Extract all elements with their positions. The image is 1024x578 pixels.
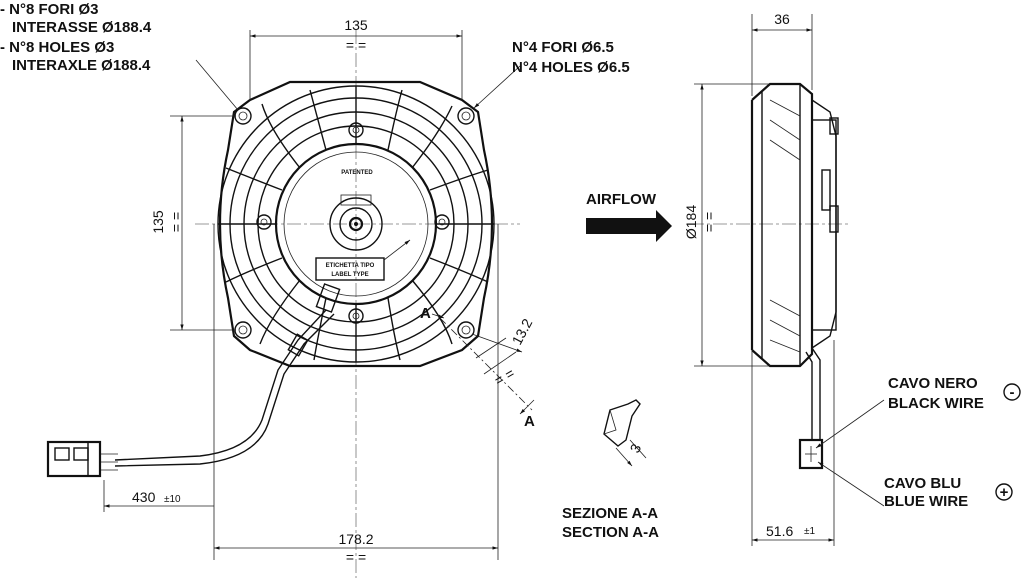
note-interaxle-en: INTERAXLE Ø188.4 [12, 57, 151, 74]
blue-wire-leader [817, 461, 885, 507]
blue-wire-it: CAVO BLU [884, 475, 961, 492]
diameter-value: Ø184 [683, 205, 699, 239]
overall-depth-tolerance: ±1 [804, 526, 815, 537]
left-height-value: 135 [150, 210, 166, 234]
overall-width-equal: = = [346, 549, 366, 565]
note-large-holes-en: N°4 HOLES Ø6.5 [512, 59, 630, 76]
overall-depth-value: 51.6 [766, 523, 793, 539]
mounting-holes [234, 107, 475, 339]
patented-text: PATENTED [341, 170, 373, 176]
cable-length-value: 430 [132, 489, 156, 505]
cable-connector [46, 440, 102, 478]
airflow-arrow-icon [586, 210, 672, 242]
negative-symbol: - [1010, 384, 1015, 401]
motor-inner-ring [283, 151, 429, 297]
note-small-holes-en: - N°8 HOLES Ø3 [0, 39, 114, 56]
positive-symbol-icon [995, 483, 1013, 501]
section-title-en: SECTION A-A [562, 524, 659, 541]
black-wire-leader [815, 399, 885, 449]
overall-width-value: 178.2 [338, 531, 373, 547]
cable-length-tolerance: ±10 [164, 494, 181, 505]
label-type-it: ETICHETTA TIPO [326, 263, 375, 269]
note-large-holes-it: N°4 FORI Ø6.5 [512, 39, 614, 56]
black-wire-en: BLACK WIRE [888, 395, 984, 412]
section-profile: 3 [603, 399, 647, 467]
side-connector [798, 438, 824, 470]
airflow-label: AIRFLOW [586, 191, 657, 208]
left-height-equal: = = [168, 212, 184, 232]
large-holes-leader [473, 65, 521, 109]
note-small-holes-it: - N°8 FORI Ø3 [0, 1, 99, 18]
positive-symbol: + [1000, 484, 1009, 501]
rib-equal: = = [492, 365, 518, 389]
blue-wire-en: BLUE WIRE [884, 493, 968, 510]
black-wire-it: CAVO NERO [888, 375, 978, 392]
diameter-equal: = = [701, 212, 717, 232]
section-thickness-value: 3 [627, 441, 645, 456]
label-leader [383, 239, 411, 261]
label-type-en: LABEL TYPE [331, 272, 368, 278]
small-holes-leader [195, 59, 239, 111]
fan-frame-outline [218, 80, 494, 368]
top-width-value: 135 [344, 17, 368, 33]
top-width-equal: = = [346, 37, 366, 53]
label-type-box [315, 257, 385, 281]
section-cut-line [439, 317, 533, 411]
rib-value: 13.2 [509, 316, 536, 348]
note-interaxle-it: INTERASSE Ø188.4 [12, 19, 152, 36]
section-mark-bottom: A [524, 413, 535, 430]
front-view: PATENTED ETICHETTA TIPO LABEL TYPE 135 =… [46, 17, 536, 578]
depth-value: 36 [774, 11, 790, 27]
power-cable [100, 283, 341, 471]
motor-hub [329, 194, 383, 251]
section-mark-top: A [420, 305, 431, 322]
section-title-it: SEZIONE A-A [562, 505, 658, 522]
negative-symbol-icon [1003, 383, 1021, 401]
side-view: 36 Ø184 = = 51.6 ±1 [683, 11, 885, 546]
